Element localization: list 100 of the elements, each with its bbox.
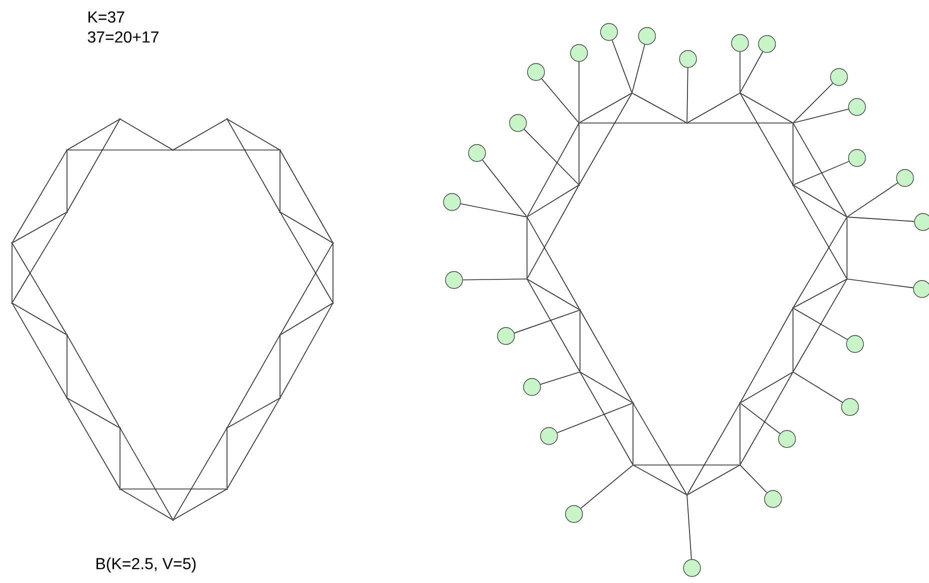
leaf-circle (846, 335, 864, 353)
graph-edge (12, 303, 67, 335)
graph-edge (12, 303, 67, 398)
graph-edge (12, 212, 67, 243)
leaf-circle (896, 169, 914, 187)
graph-edge (846, 218, 848, 278)
graph-edge (632, 44, 646, 92)
graph-edge (578, 124, 580, 184)
graph-edge (793, 217, 847, 308)
graph-edge (280, 303, 333, 398)
leaf-circle (527, 63, 545, 81)
leaf-circle (540, 427, 558, 445)
graph-edge (227, 119, 280, 150)
graph-edge (280, 212, 333, 243)
graph-edge (67, 119, 120, 150)
leaf-circle (758, 35, 776, 53)
graph-edge (686, 67, 688, 122)
graph-edge (580, 372, 633, 403)
graph-edge (580, 465, 633, 509)
graph-edge (227, 398, 280, 428)
graph-edge (173, 119, 227, 150)
graph-edge (556, 402, 632, 434)
graph-edge (612, 40, 632, 92)
graph-edge (280, 303, 333, 335)
leaf-circle (570, 44, 588, 62)
leaf-circle (638, 27, 656, 45)
graph-edge (227, 335, 280, 428)
graph-edge (67, 398, 120, 489)
graph-edge (632, 93, 687, 123)
graph-edge (332, 244, 334, 302)
graph-edge (793, 82, 834, 123)
leaf-circle (600, 23, 618, 41)
graph-edge (527, 185, 579, 217)
graph-edge (541, 78, 579, 123)
formula-label: B(K=2.5, V=5) (96, 558, 196, 572)
graph-edge (793, 279, 847, 372)
formula-label: K=37 (88, 11, 124, 23)
graph-edge (527, 185, 579, 279)
graph-edge (740, 465, 768, 494)
graph-edge (793, 279, 847, 308)
graph-edge (526, 218, 528, 278)
graph-edge (740, 372, 793, 403)
leaf-circle (848, 149, 866, 167)
leaf-circle (509, 114, 527, 132)
graph-edge (740, 93, 793, 185)
graph-edge (227, 119, 280, 212)
graph-edge (579, 93, 632, 123)
graph-edge (580, 372, 633, 465)
graph-edge (482, 160, 527, 217)
graph-edge (847, 182, 898, 217)
graph-edge (66, 150, 68, 212)
graph-edge (688, 122, 792, 124)
graph-edge (687, 465, 740, 495)
graph-edge (67, 335, 120, 428)
graph-edge (173, 428, 227, 520)
graph-edge (460, 203, 526, 218)
graph-edge (793, 185, 847, 217)
graph-edge (740, 403, 780, 434)
leaf-circle (764, 490, 782, 508)
graph-edge (462, 278, 526, 280)
leaf-circle (523, 378, 541, 396)
graph-edge (687, 403, 740, 495)
graph-edge (540, 372, 580, 385)
graph-edge (794, 108, 849, 124)
graph-edge (120, 428, 173, 520)
graph-edge (67, 398, 120, 428)
graph-edge (527, 279, 580, 372)
graph-edge (848, 278, 914, 288)
leaf-circle (497, 327, 515, 345)
graph-edge (687, 93, 740, 123)
graph-edge (794, 161, 850, 185)
graph-edge (632, 404, 634, 464)
graph-edge (173, 489, 227, 520)
leaf-circle (830, 68, 848, 86)
graph-edge (580, 310, 633, 403)
graph-edge (527, 123, 579, 217)
graph-edge (740, 93, 793, 123)
graph-edge (793, 185, 847, 279)
graph-edge (280, 243, 333, 335)
graph-edge (120, 119, 173, 150)
leaf-circle (565, 505, 583, 523)
leaf-circle (679, 50, 697, 68)
leaf-circle (914, 213, 929, 231)
graph-edge (793, 308, 848, 340)
graph-edge (793, 372, 843, 403)
leaf-circle (683, 559, 701, 577)
graph-edge (580, 122, 686, 124)
graph-edge (792, 308, 794, 372)
graph-edge (793, 123, 847, 217)
graph-edge (634, 464, 740, 466)
graph-edge (579, 93, 632, 185)
graph-edge (792, 124, 794, 184)
graph-edge (120, 488, 226, 490)
graph-edge (514, 310, 580, 334)
graph-edge (227, 398, 280, 489)
graph-edge (280, 150, 333, 243)
graph-edge (527, 279, 580, 310)
leaf-circle (848, 98, 866, 116)
leaf-circle (913, 280, 929, 298)
graph-edge (527, 217, 580, 310)
